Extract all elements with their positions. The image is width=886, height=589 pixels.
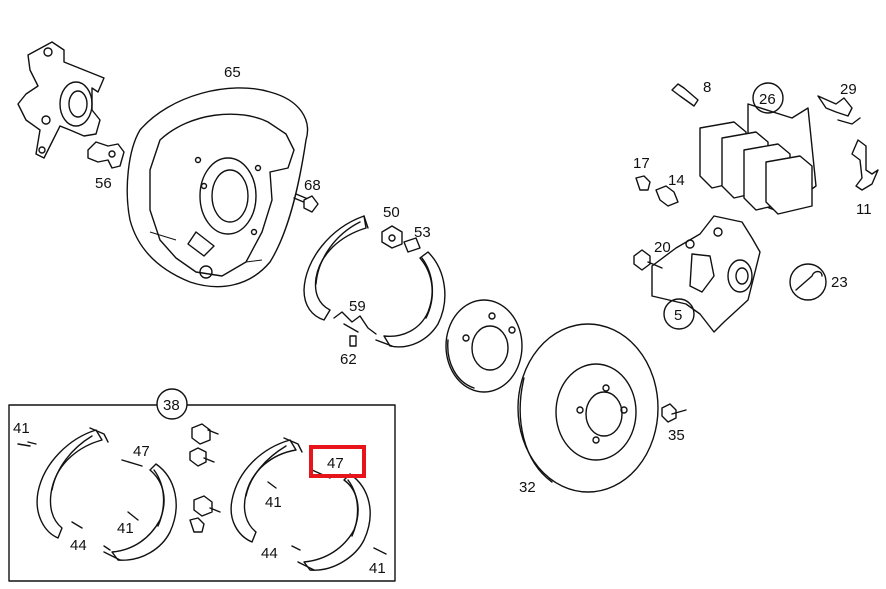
label-53: 53 [414,224,431,241]
wheel-hub-part[interactable] [445,299,523,393]
label-20: 20 [654,239,671,256]
parking-brake-shoe-right[interactable] [375,251,446,348]
label-65: 65 [224,64,241,81]
guide-pin-part-8[interactable] [671,83,699,107]
label-14: 14 [668,172,685,189]
label-68: 68 [304,177,321,194]
label-56: 56 [95,175,112,192]
kit-shoe-pair-right[interactable] [230,437,371,571]
label-26: 26 [759,91,776,108]
bleeder-part-14[interactable] [655,185,679,207]
kit-hardware[interactable] [17,423,387,555]
label-17: 17 [633,155,650,172]
bolt-part-68[interactable] [293,193,319,213]
pin-part-62[interactable] [349,335,357,347]
label-41-top-left: 41 [13,420,30,437]
label-59: 59 [349,298,366,315]
callout-circle-26 [752,82,784,114]
label-8: 8 [703,79,711,96]
label-41-mid-left: 41 [117,520,134,537]
bolt-part-35[interactable] [661,403,687,423]
label-41-mid-right: 41 [265,494,282,511]
torque-wrench-symbol[interactable] [789,263,827,301]
label-41-bottom-right: 41 [369,560,386,577]
label-35: 35 [668,427,685,444]
label-29: 29 [840,81,857,98]
retaining-clip-part-11[interactable] [851,139,879,191]
adjuster-part-50[interactable] [381,225,403,249]
wear-sensor-part-29[interactable] [817,95,861,125]
label-32: 32 [519,479,536,496]
steering-knuckle-part[interactable] [17,41,105,159]
kit-shoe-pair-left[interactable] [36,427,177,561]
label-38: 38 [163,397,180,414]
callout-circle-5 [663,298,695,330]
shoe-kit-frame [8,404,396,582]
bolt-part-20[interactable] [633,249,663,271]
adjuster-sleeve-part-53[interactable] [403,237,421,253]
label-44-left: 44 [70,537,87,554]
brake-pad-set-part[interactable] [699,103,817,215]
brake-caliper-part[interactable] [651,215,761,333]
label-44-right: 44 [261,545,278,562]
brake-disc-part[interactable] [517,323,659,493]
label-47-highlighted: 47 [327,455,344,472]
label-62: 62 [340,351,357,368]
backing-plate-part[interactable] [126,87,309,288]
label-23: 23 [831,274,848,291]
dust-cap-part-17[interactable] [635,175,651,191]
label-5: 5 [674,307,682,324]
label-11: 11 [856,201,872,218]
label-47-left: 47 [133,443,150,460]
label-50: 50 [383,204,400,221]
spring-part-59[interactable] [333,311,377,335]
bracket-part-56[interactable] [87,141,125,169]
highlight-box-47 [309,445,366,478]
parking-brake-shoe-left[interactable] [303,215,369,321]
callout-circle-38 [156,388,188,420]
